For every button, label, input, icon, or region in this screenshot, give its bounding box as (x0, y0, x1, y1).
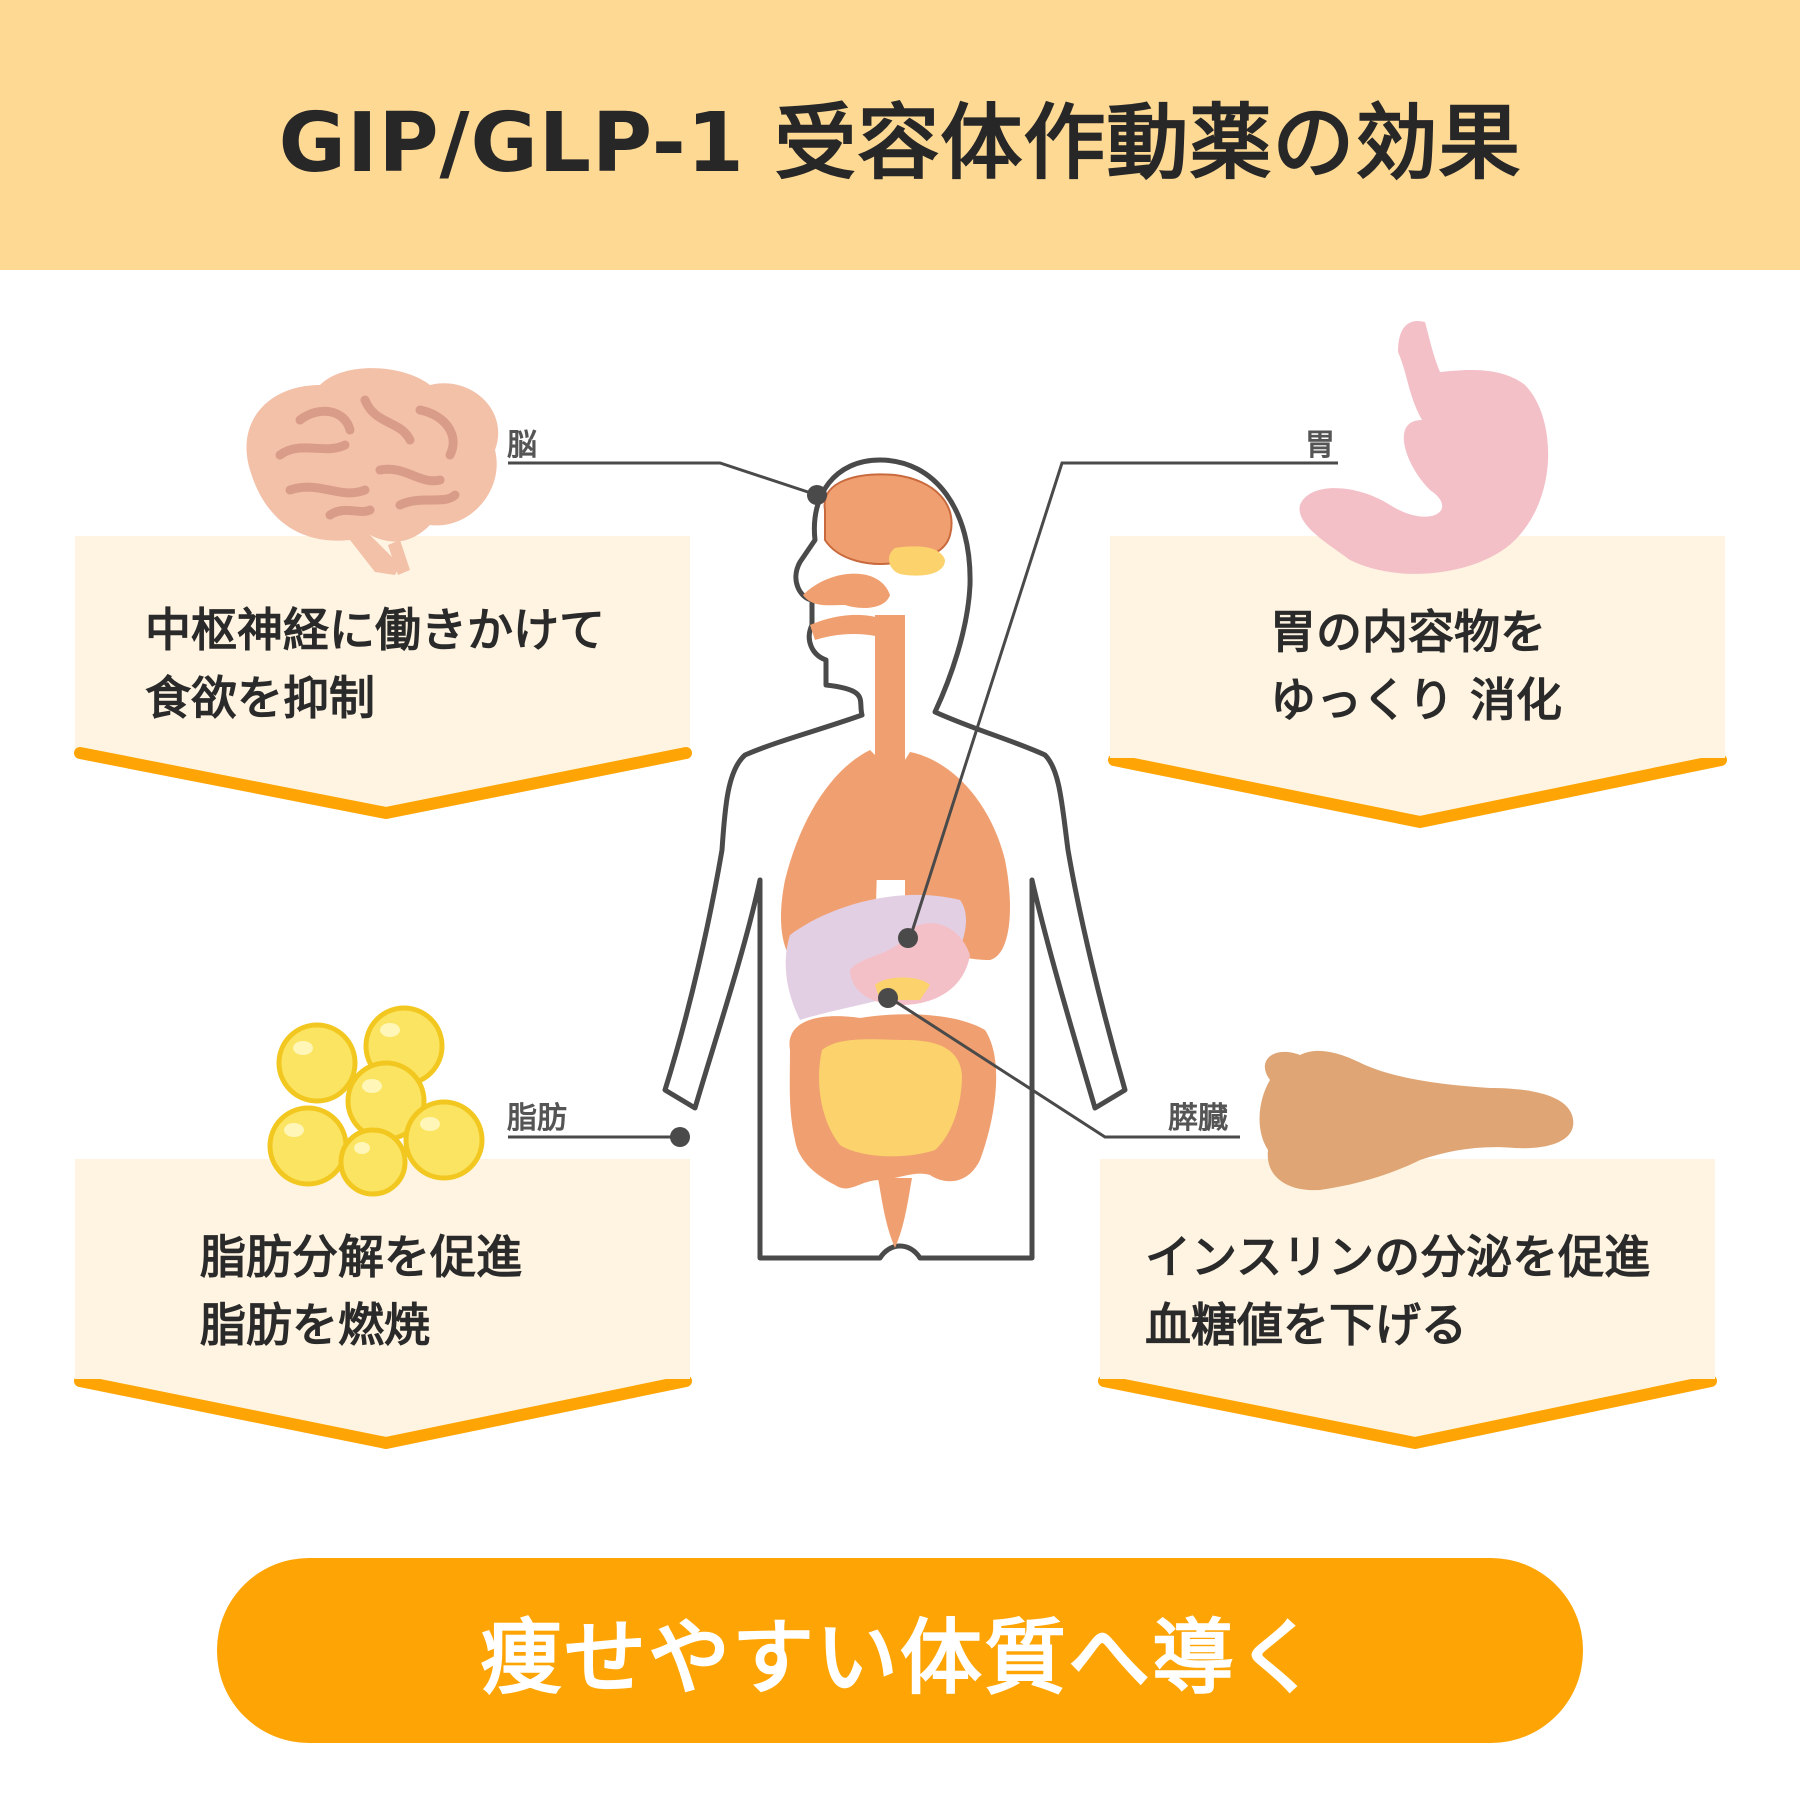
pointer-dots (670, 485, 918, 1147)
card-pancreas: インスリンの分泌を促進 血糖値を下げる (1100, 1159, 1715, 1379)
fat-illustration (267, 1005, 485, 1197)
label-fat: 脂肪 (507, 1101, 567, 1136)
card-brain: 中枢神経に働きかけて 食欲を抑制 (75, 536, 690, 751)
label-brain: 脳 (507, 428, 537, 463)
pointer-dot-pancreas (878, 988, 898, 1008)
organs (780, 473, 1010, 1248)
card-fat-line1: 脂肪分解を促進 (200, 1230, 522, 1284)
pointer-dot-brain (807, 485, 827, 505)
stomach-illustration (1299, 320, 1549, 574)
card-stomach-line1: 胃の内容物を (1270, 605, 1546, 659)
card-fat: 脂肪分解を促進 脂肪を燃焼 (75, 1159, 690, 1379)
pointer-brain (508, 461, 818, 497)
footer-text: 痩せやすい体質へ導く (479, 1611, 1320, 1706)
pointer-lines (508, 461, 1338, 1139)
card-pancreas-line1: インスリンの分泌を促進 (1145, 1230, 1651, 1284)
card-stomach-line2: ゆっくり 消化 (1270, 673, 1563, 727)
brain-illustration (246, 368, 499, 575)
header-banner: GIP/GLP-1 受容体作動薬の効果 (0, 0, 1800, 270)
card-fat-line2: 脂肪を燃焼 (200, 1298, 430, 1352)
page-title: GIP/GLP-1 受容体作動薬の効果 (278, 95, 1522, 191)
pointer-pancreas (889, 996, 1240, 1139)
label-pancreas: 膵臓 (1168, 1101, 1228, 1136)
pointer-stomach (908, 461, 1338, 939)
card-brain-line2: 食欲を抑制 (145, 671, 375, 725)
card-brain-line1: 中枢神経に働きかけて (145, 603, 605, 657)
pointer-dot-stomach (898, 928, 918, 948)
label-stomach: 胃 (1305, 428, 1335, 463)
footer-banner: 痩せやすい体質へ導く (217, 1558, 1583, 1743)
pancreas-illustration (1259, 1050, 1574, 1191)
pointer-dot-fat (670, 1127, 690, 1147)
card-pancreas-line2: 血糖値を下げる (1145, 1298, 1467, 1352)
